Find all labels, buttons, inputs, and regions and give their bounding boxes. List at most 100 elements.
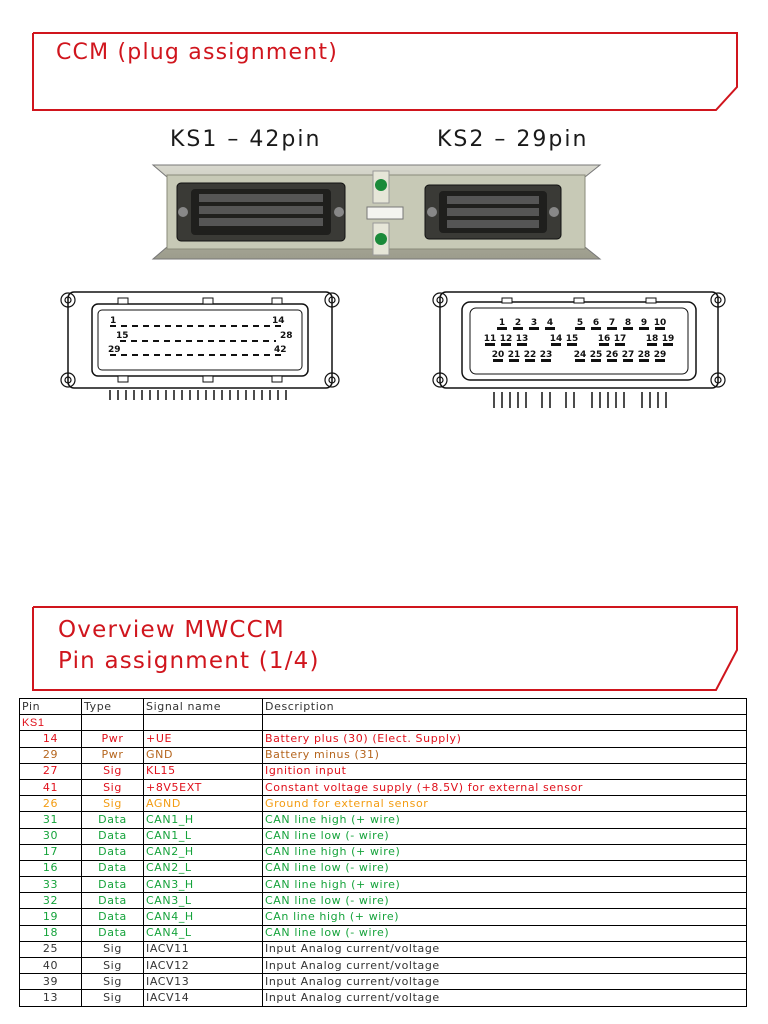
type-cell: Data <box>81 892 144 910</box>
type-cell: Data <box>81 876 144 894</box>
ks2-pin-contact <box>623 359 633 362</box>
ks2-pin-label: 27 <box>622 350 635 360</box>
ks2-pin-label: 14 <box>550 334 563 344</box>
signal-cell: IACV12 <box>143 956 263 975</box>
slide2-title-frame <box>0 600 768 700</box>
description-cell: Ground for external sensor <box>262 795 747 813</box>
ks2-pin-label: 17 <box>614 334 627 344</box>
ks2-pin-contact <box>607 327 617 330</box>
ks2-pin-contact <box>647 343 657 346</box>
description-cell: Input Analog current/voltage <box>262 989 747 1007</box>
ks2-pin-label: 11 <box>484 334 497 344</box>
signal-cell: IACV13 <box>143 973 263 991</box>
ks2-pin-label: 19 <box>662 334 675 344</box>
ks2-pin-contact <box>655 327 665 330</box>
header-signal-name: Signal name <box>143 697 263 716</box>
signal-cell: KL15 <box>143 762 263 780</box>
signal-cell: CAN1_H <box>143 811 263 829</box>
pin-cell: 27 <box>19 762 82 780</box>
signal-cell: CAN2_L <box>143 859 263 878</box>
description-cell: Input Analog current/voltage <box>262 973 747 991</box>
ks2-pin-label: 24 <box>574 350 587 360</box>
pin-cell: 39 <box>19 973 82 991</box>
signal-cell: CAN1_L <box>143 827 263 845</box>
pin-cell: 40 <box>19 956 82 975</box>
description-cell: CAN line high (+ wire) <box>262 843 747 861</box>
ks2-pin-label: 1 <box>499 318 505 328</box>
slide2-title-line1: Overview MWCCM <box>58 617 285 643</box>
ks1-pin-diagram: 1 14 15 28 29 42 <box>58 288 342 402</box>
ks2-pin-contact <box>567 343 577 346</box>
ks2-pin-contact <box>639 359 649 362</box>
ks2-pin-label: 6 <box>593 318 599 328</box>
pin-cell: 18 <box>19 924 82 942</box>
description-cell: CAN line high (+ wire) <box>262 811 747 829</box>
description-cell: Ignition input <box>262 762 747 780</box>
ks2-pin-label: 9 <box>641 318 647 328</box>
type-cell: Sig <box>81 973 144 991</box>
pin-cell: 13 <box>19 989 82 1007</box>
ks2-pin-contact <box>655 359 665 362</box>
signal-cell: AGND <box>143 795 263 813</box>
signal-cell: CAN4_H <box>143 908 263 926</box>
header-description: Description <box>262 697 747 716</box>
type-cell: Data <box>81 924 144 942</box>
signal-cell: IACV11 <box>143 940 263 959</box>
pin-cell: 17 <box>19 843 82 861</box>
slide1-title: CCM (plug assignment) <box>56 40 339 65</box>
ks2-pin-contact <box>513 327 523 330</box>
ks2-pin-contact <box>575 359 585 362</box>
ks2-pin-contact <box>545 327 555 330</box>
type-cell: Pwr <box>81 746 144 764</box>
ks2-pin-label: 13 <box>516 334 529 344</box>
type-cell: Data <box>81 908 144 926</box>
ks2-pin-label: 12 <box>500 334 513 344</box>
signal-cell: CAN2_H <box>143 843 263 861</box>
ks1-pin-29: 29 <box>108 345 121 355</box>
ks2-pin-label: 7 <box>609 318 615 328</box>
section-label: KS1 <box>19 714 82 732</box>
header-type: Type <box>81 697 144 716</box>
description-cell: Battery minus (31) <box>262 746 747 764</box>
ks2-pin-contact <box>599 343 609 346</box>
ks2-pin-label: 5 <box>577 318 583 328</box>
pin-cell: 33 <box>19 876 82 894</box>
signal-cell: +8V5EXT <box>143 778 263 797</box>
pin-cell: 19 <box>19 908 82 926</box>
description-cell: Constant voltage supply (+8.5V) for exte… <box>262 778 747 797</box>
type-cell: Sig <box>81 795 144 813</box>
ks2-pin-contact <box>591 327 601 330</box>
pin-cell: 14 <box>19 730 82 748</box>
ks2-pin-contact <box>517 343 527 346</box>
title-frame-lines <box>32 32 738 111</box>
ks1-label: KS1 – 42pin <box>170 127 322 152</box>
ks2-label: KS2 – 29pin <box>437 127 589 152</box>
signal-cell: +UE <box>143 730 263 748</box>
ks2-pin-contact <box>525 359 535 362</box>
ks2-pin-label: 8 <box>625 318 631 328</box>
description-cell: Battery plus (30) (Elect. Supply) <box>262 730 747 748</box>
pin-cell: 31 <box>19 811 82 829</box>
description-cell: Input Analog current/voltage <box>262 940 747 959</box>
ks2-pin-label: 18 <box>646 334 659 344</box>
ks2-pin-contact <box>509 359 519 362</box>
ks1-pin-14: 14 <box>272 316 285 326</box>
ks2-pin-label: 25 <box>590 350 603 360</box>
ks2-pin-label: 16 <box>598 334 611 344</box>
slide2-title-line2: Pin assignment (1/4) <box>58 648 320 674</box>
ks2-pin-label: 23 <box>540 350 553 360</box>
pin-cell: 25 <box>19 940 82 959</box>
section-row: KS1 <box>19 714 747 732</box>
pin-cell: 16 <box>19 859 82 878</box>
ks2-pin-label: 4 <box>547 318 553 328</box>
